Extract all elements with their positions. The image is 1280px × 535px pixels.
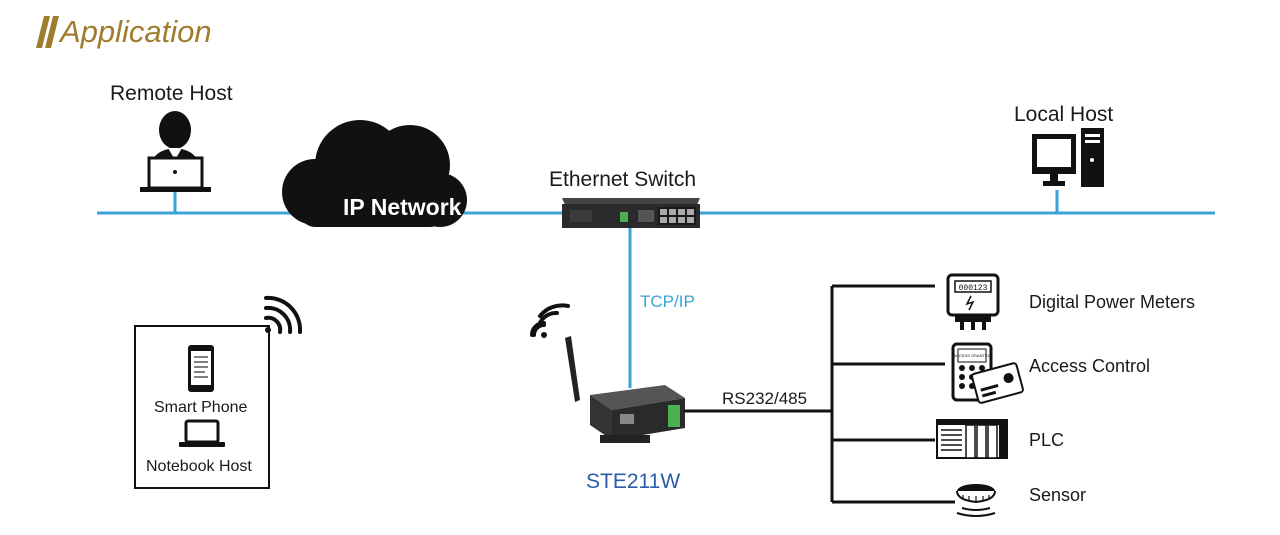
notebook-icon xyxy=(179,419,225,447)
access-display: ACCESS GRANTED xyxy=(953,353,990,358)
tcp-ip-label: TCP/IP xyxy=(640,292,695,311)
power-meter-icon: 000123 xyxy=(946,273,1000,330)
meter-display: 000123 xyxy=(959,284,988,293)
remote-host-label: Remote Host xyxy=(110,82,233,105)
ste211w-device-icon xyxy=(565,336,685,443)
endpoint-label-sensor: Sensor xyxy=(1029,485,1086,505)
local-host-label: Local Host xyxy=(1014,103,1113,126)
plc-icon xyxy=(936,419,1008,459)
device-label: STE211W xyxy=(586,470,680,493)
endpoint-label-plc: PLC xyxy=(1029,430,1064,450)
wifi-icon xyxy=(264,295,303,334)
cloud-icon xyxy=(282,120,467,227)
smartphone-label: Smart Phone xyxy=(154,399,247,416)
page-title: Application xyxy=(58,14,212,49)
access-control-icon: ACCESS GRANTED xyxy=(951,342,1024,404)
cloud-label: IP Network xyxy=(343,194,462,220)
switch-label: Ethernet Switch xyxy=(549,168,696,191)
endpoint-label-power-meters: Digital Power Meters xyxy=(1029,292,1195,312)
device-wifi-icon xyxy=(530,303,570,338)
remote-host-icon xyxy=(140,111,211,192)
serial-label: RS232/485 xyxy=(722,389,807,408)
notebook-label: Notebook Host xyxy=(146,458,252,475)
smartphone-icon xyxy=(188,345,214,392)
title-accent-icon xyxy=(36,16,59,48)
local-host-icon xyxy=(1032,128,1104,187)
ethernet-switch-icon xyxy=(562,198,700,228)
smoke-sensor-icon xyxy=(956,484,996,517)
endpoint-label-access-control: Access Control xyxy=(1029,356,1150,376)
